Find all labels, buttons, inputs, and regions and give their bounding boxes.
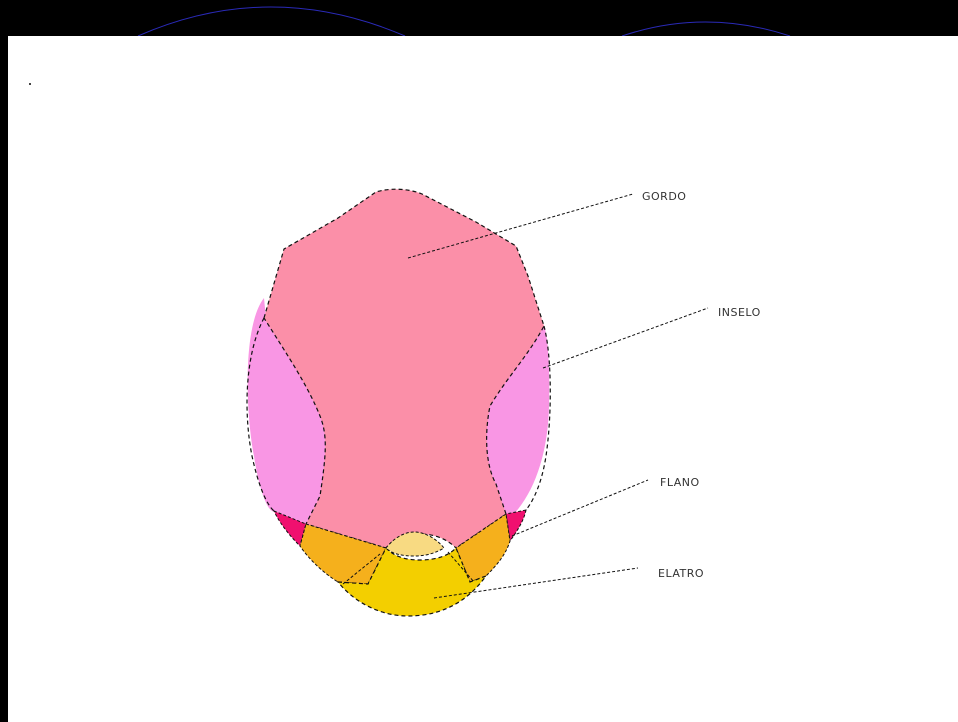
- label-lower: FLANO: [660, 476, 700, 489]
- right-arc: [622, 22, 790, 36]
- leader-side: [543, 308, 708, 368]
- diagram-svg: [8, 36, 958, 722]
- leader-lower: [512, 480, 648, 536]
- label-side: INSELO: [718, 306, 761, 319]
- decorative-arcs: [0, 0, 958, 36]
- label-top: GORDO: [642, 190, 686, 203]
- diagram-canvas: GORDO INSELO FLANO ELATRO: [8, 36, 958, 722]
- top-dark-bar: [0, 0, 958, 36]
- label-bottom: ELATRO: [658, 567, 704, 580]
- left-arc: [138, 7, 405, 36]
